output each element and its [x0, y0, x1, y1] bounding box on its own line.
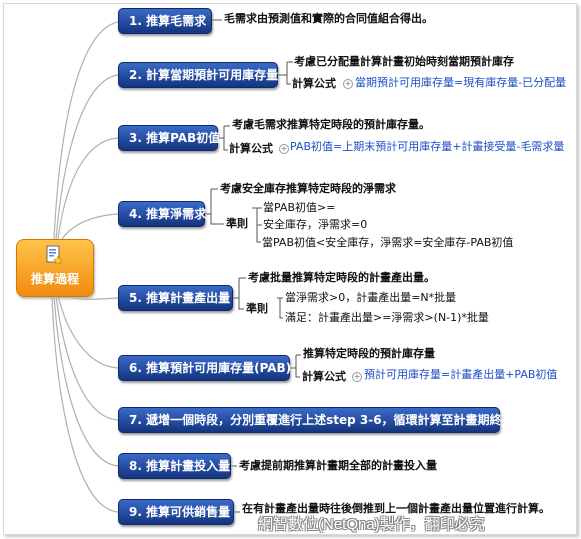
expand-icon[interactable]: +: [279, 144, 289, 154]
step-3-desc: 考慮毛需求推算特定時段的預計庫存量。: [232, 118, 430, 131]
step-6-formula-label: 計算公式: [302, 370, 346, 383]
connector-step-1: [53, 21, 119, 240]
step-3-formula-label: 計算公式: [229, 142, 273, 155]
step-4-desc: 考慮安全庫存推算特定時段的淨需求: [220, 182, 396, 195]
connector-step-9: [51, 294, 119, 513]
watermark: 網智數位(NetQna)製作，翻印必究: [258, 516, 485, 533]
step-9-node[interactable]: 9. 推算可供銷售量: [118, 499, 234, 525]
step-1-text: 毛需求由預測值和實際的合同值組合得出。: [224, 12, 433, 25]
step-9-text: 在有計畫產出量時往後倒推到上一個計畫產出量位置進行計算。: [242, 502, 550, 515]
step-3-formula: PAB初值=上期末預計可用庫存量+計畫接受量-毛需求量: [290, 140, 565, 153]
step-7-node[interactable]: 7. 遞增一個時段，分別重覆進行上述step 3-6，循環計算至計畫期終止: [118, 407, 514, 433]
step-8-text: 考慮提前期推算計畫期全部的計畫投入量: [239, 459, 437, 472]
expand-icon[interactable]: +: [343, 79, 353, 89]
root-label: 推算過程: [30, 272, 79, 286]
step-6-desc: 推算特定時段的預計庫存量: [303, 347, 435, 360]
step-5-desc: 考慮批量推算特定時段的計畫產出量。: [248, 271, 435, 284]
step-5-rule-2: 滿足：計畫產出量>=淨需求>(N-1)*批量: [285, 311, 489, 324]
connector-step-6: [57, 294, 119, 369]
connector-step-2: [55, 74, 119, 240]
step-8-node[interactable]: 8. 推算計畫投入量: [118, 453, 231, 479]
root-node[interactable]: 推算過程: [16, 239, 94, 297]
step-6-formula: 預計可用庫存量=計畫產出量+PAB初值: [364, 368, 558, 381]
step-2-desc: 考慮已分配量計算計畫初始時刻當期預計庫存: [294, 55, 514, 68]
step-3-node[interactable]: 3. 推算PAB初值: [118, 125, 220, 151]
step-5-node[interactable]: 5. 推算計畫產出量: [118, 285, 233, 311]
step-4-rule-1: 當PAB初值>=: [263, 201, 336, 214]
image-frame: [3, 3, 577, 535]
step-5-rule-1: 當淨需求>0，計畫產出量=N*批量: [285, 291, 457, 304]
connector-step-4: [61, 213, 119, 240]
step-4-rule-3: 當PAB初值<安全庫存，淨需求=安全庫存-PAB初值: [262, 236, 514, 249]
step-2-formula-label: 計算公式: [292, 77, 336, 90]
step-2-formula: 當期預計可用庫存量=現有庫存量-已分配量: [355, 76, 567, 89]
step-6-node[interactable]: 6. 推算預計可用庫存量(PAB): [118, 355, 291, 381]
document-star-icon: [46, 245, 62, 265]
step-5-rule-label: 準則: [246, 302, 268, 315]
connector-step-7: [55, 294, 119, 421]
connector-step-3: [57, 137, 119, 240]
step-4-node[interactable]: 4. 推算淨需求: [118, 201, 206, 227]
step-4-rule-label: 準則: [226, 217, 248, 230]
step-4-rule-2: 安全庫存，淨需求=0: [263, 218, 368, 231]
step-1-node[interactable]: 1. 推算毛需求: [118, 8, 212, 34]
step-2-node[interactable]: 2. 計算當期預計可用庫存量: [118, 62, 278, 88]
connector-step-8: [53, 294, 119, 467]
expand-icon[interactable]: +: [352, 372, 362, 382]
